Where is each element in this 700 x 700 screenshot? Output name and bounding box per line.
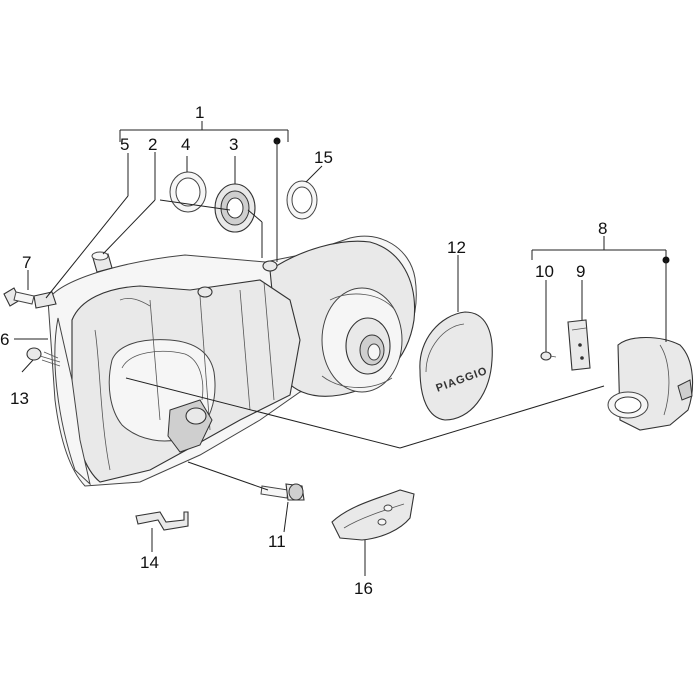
callout-4: 4 — [181, 135, 190, 154]
callout-2: 2 — [148, 135, 157, 154]
screw-part-13 — [26, 347, 61, 367]
callout-11: 11 — [268, 532, 286, 551]
crankcase-cover — [47, 235, 417, 487]
clip-part-9 — [567, 319, 591, 371]
callout-15: 15 — [314, 148, 333, 167]
screw-part-10 — [540, 351, 557, 361]
circlip-part-4 — [169, 171, 207, 213]
callout-14: 14 — [140, 553, 159, 572]
cover-plate-part-12: PIAGGIO — [419, 311, 493, 421]
bolt-part-7 — [3, 287, 57, 309]
guard-part-16 — [331, 489, 415, 541]
circlip-part-15 — [286, 180, 318, 220]
callout-8: 8 — [598, 219, 607, 238]
callout-9: 9 — [576, 262, 585, 281]
callout-10: 10 — [535, 262, 554, 281]
callout-labels: 1 2 3 4 5 6 7 8 9 10 11 12 13 14 15 16 — [0, 103, 607, 598]
callout-1: 1 — [195, 103, 204, 122]
callout-5: 5 — [120, 135, 129, 154]
callout-6: 6 — [0, 330, 9, 349]
leader-lines — [14, 121, 670, 576]
dowel-pin-part-2 — [91, 251, 113, 273]
callout-12: 12 — [447, 238, 466, 257]
callout-13: 13 — [10, 389, 29, 408]
callout-7: 7 — [22, 253, 31, 272]
bearing-part-3 — [214, 183, 256, 233]
bolt-part-11 — [260, 483, 305, 501]
callout-3: 3 — [229, 135, 238, 154]
air-duct-part-8 — [607, 337, 694, 431]
callout-16: 16 — [354, 579, 373, 598]
bracket-part-14 — [135, 511, 189, 531]
